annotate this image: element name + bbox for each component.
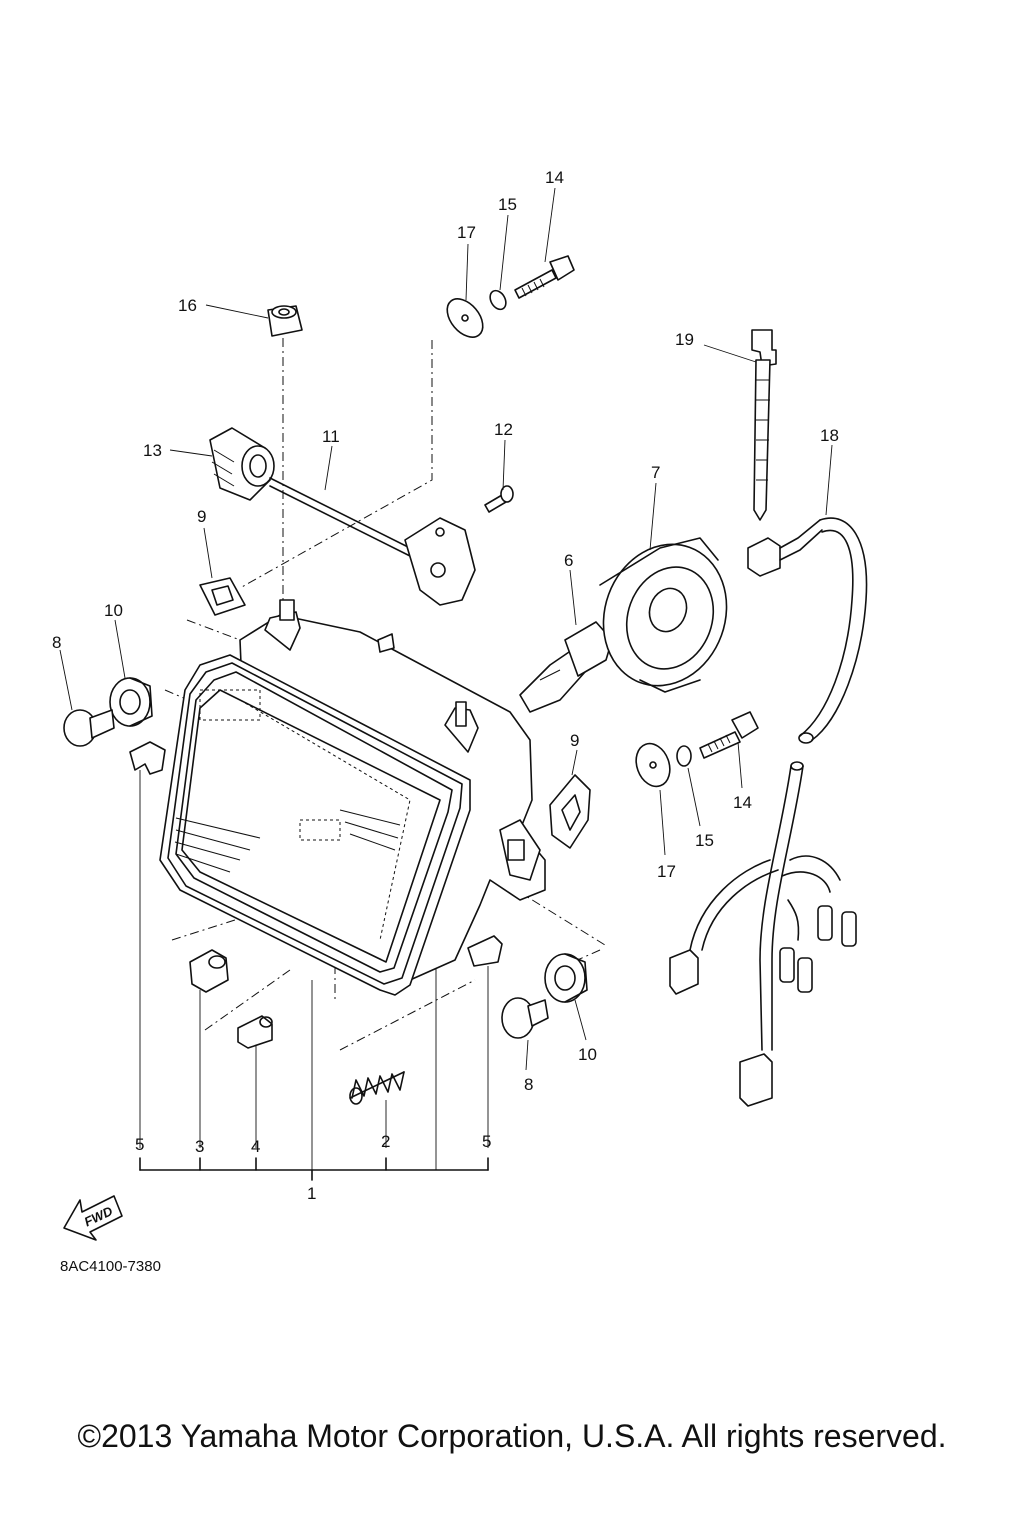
callout-2: 2 xyxy=(381,1132,390,1151)
part-9-upper-damper xyxy=(199,577,246,616)
callout-13: 13 xyxy=(143,441,162,460)
forward-arrow: FWD xyxy=(63,1195,123,1241)
part-15-lower-lockwasher xyxy=(676,745,692,767)
part-14-lower-bolt xyxy=(699,711,759,759)
callout-10-left: 10 xyxy=(104,601,123,620)
part-6-bulb xyxy=(519,621,631,713)
callout-18: 18 xyxy=(820,426,839,445)
part-8-left-collar xyxy=(63,709,115,747)
part-3-plug xyxy=(189,949,229,993)
callout-8-left: 8 xyxy=(52,633,61,652)
headlight-unit xyxy=(159,599,546,996)
part-8-right-collar xyxy=(501,997,549,1039)
callout-11: 11 xyxy=(322,427,340,446)
part-5-right-clip xyxy=(467,935,503,967)
callout-17-lower: 17 xyxy=(657,862,676,881)
part-10-right-grommet xyxy=(544,953,588,1003)
callout-3: 3 xyxy=(195,1137,204,1156)
callout-16: 16 xyxy=(178,296,197,315)
part-4-bulb-socket xyxy=(237,1015,273,1049)
diagram-code: 8AC4100-7380 xyxy=(60,1258,161,1275)
part-7-bulb-cover xyxy=(599,537,728,693)
callout-9-lower: 9 xyxy=(570,731,579,750)
callout-labels: 14 15 17 16 19 12 18 13 11 7 9 6 10 8 9 … xyxy=(52,168,839,1203)
part-14-upper-bolt xyxy=(514,255,575,299)
part-18-harness xyxy=(669,517,868,1107)
callout-4: 4 xyxy=(251,1137,260,1156)
callout-7: 7 xyxy=(651,463,660,482)
part-16-grommet xyxy=(267,305,303,337)
part-17-lower-washer xyxy=(635,742,671,788)
callout-14-lower: 14 xyxy=(733,793,752,812)
part-2-spring xyxy=(349,1071,405,1105)
callout-15-lower: 15 xyxy=(695,831,714,850)
callout-19: 19 xyxy=(675,330,694,349)
callout-6: 6 xyxy=(564,551,573,570)
callout-9-upper: 9 xyxy=(197,507,206,526)
callout-15-upper: 15 xyxy=(498,195,517,214)
callout-5-right: 5 xyxy=(482,1132,491,1151)
callout-12: 12 xyxy=(494,420,513,439)
part-13-knob xyxy=(209,427,275,501)
copyright-notice: ©2013 Yamaha Motor Corporation, U.S.A. A… xyxy=(77,1418,947,1454)
part-17-upper-washer xyxy=(446,298,484,338)
part-9-lower-damper xyxy=(549,774,591,849)
part-10-left-grommet xyxy=(109,677,153,727)
callout-14-upper: 14 xyxy=(545,168,564,187)
part-12-screw xyxy=(484,485,514,513)
callout-10-right: 10 xyxy=(578,1045,597,1064)
part-5-left-clip xyxy=(129,741,166,775)
part-19-cable-tie xyxy=(751,329,777,521)
part-15-upper-lockwasher xyxy=(489,289,507,311)
callout-5-left: 5 xyxy=(135,1135,144,1154)
assembly-bracket xyxy=(139,1157,489,1181)
callout-17-upper: 17 xyxy=(457,223,476,242)
leader-lines xyxy=(59,187,833,1170)
callout-8-right: 8 xyxy=(524,1075,533,1094)
callout-1: 1 xyxy=(307,1184,316,1203)
part-11-adjuster-rod xyxy=(269,477,476,606)
